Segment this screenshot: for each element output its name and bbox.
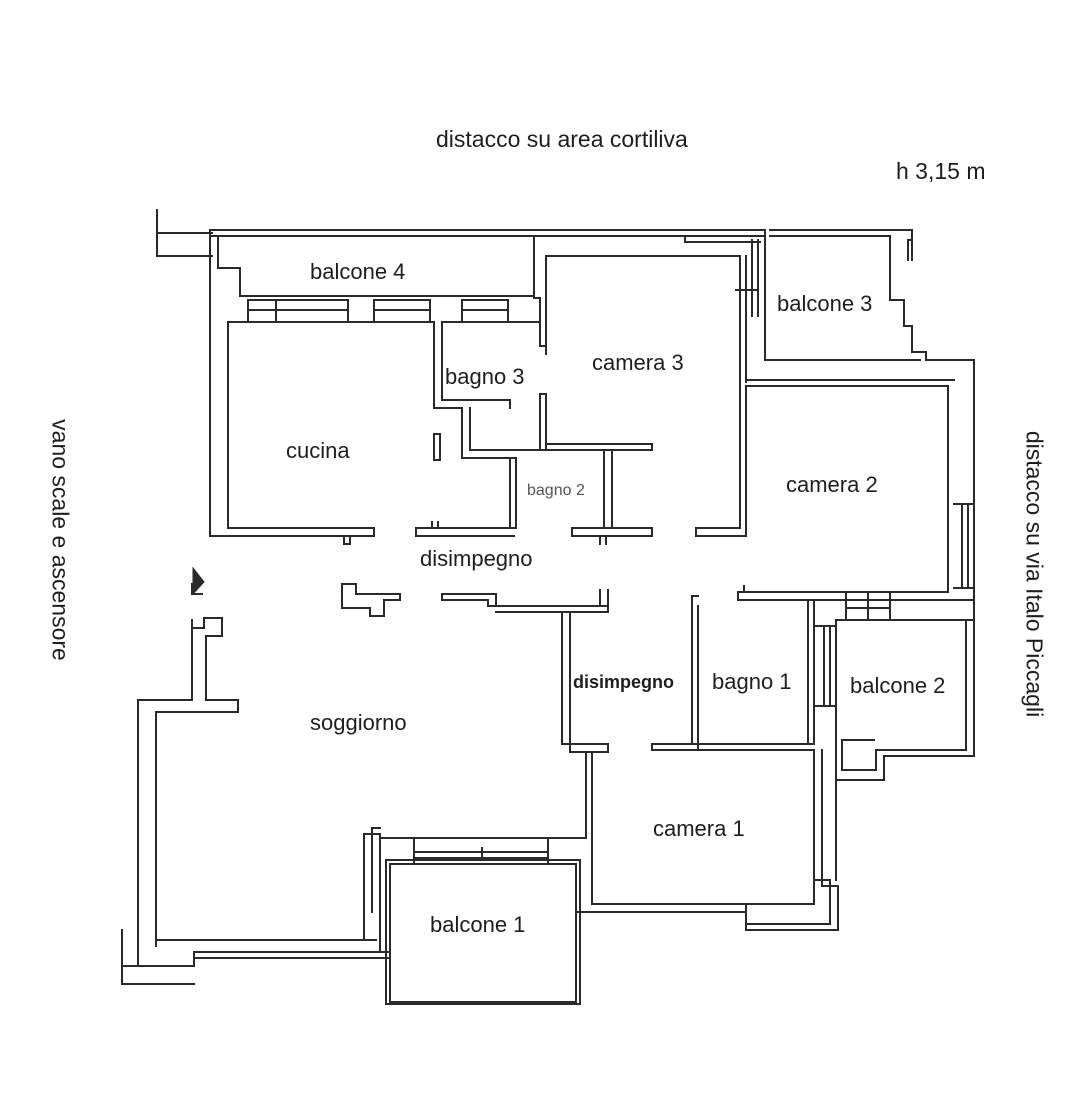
room-label-balcone-3: balcone 3 <box>777 291 873 316</box>
camera-1-walls <box>575 749 839 931</box>
outer-wall-top <box>209 229 766 243</box>
right-side-label: distacco su via Italo Piccagli <box>1021 430 1048 718</box>
stair-stub-top-left <box>156 209 213 257</box>
balcone-2-outline <box>807 591 975 781</box>
height-label: h 3,15 m <box>896 158 986 184</box>
soggiorno-walls <box>121 583 587 985</box>
left-side-label: vano scale e ascensore <box>47 419 74 661</box>
balcone-1-outline <box>379 859 581 1005</box>
room-label-camera-3: camera 3 <box>592 350 684 375</box>
room-label-balcone-4: balcone 4 <box>310 259 406 284</box>
bagno-3-walls <box>441 321 547 459</box>
camera-2-walls <box>737 359 975 615</box>
room-label-bagno-3: bagno 3 <box>445 364 525 389</box>
room-label-balcone-1: balcone 1 <box>430 912 526 937</box>
entrance-arrow-icon <box>192 566 205 596</box>
room-label-bagno-1: bagno 1 <box>712 669 792 694</box>
room-label-camera-2: camera 2 <box>786 472 878 497</box>
room-label-disimpegno: disimpegno <box>420 546 533 571</box>
bagno-1-walls <box>561 595 815 753</box>
cucina-walls <box>227 321 515 545</box>
room-label-bagno-2: bagno 2 <box>527 482 585 499</box>
disimpegno-walls <box>341 583 609 617</box>
balcone-3-outline <box>751 229 927 361</box>
outer-wall-left-upper <box>209 229 229 537</box>
bagno-2-walls <box>509 385 747 545</box>
room-label-cucina: cucina <box>286 438 350 463</box>
room-label-balcone-2: balcone 2 <box>850 673 946 698</box>
room-label-camera-1: camera 1 <box>653 816 745 841</box>
top-distance-label: distacco su area cortiliva <box>436 126 688 152</box>
room-label-soggiorno: soggiorno <box>310 710 407 735</box>
room-label-disimpegno-2: disimpegno <box>573 672 675 692</box>
